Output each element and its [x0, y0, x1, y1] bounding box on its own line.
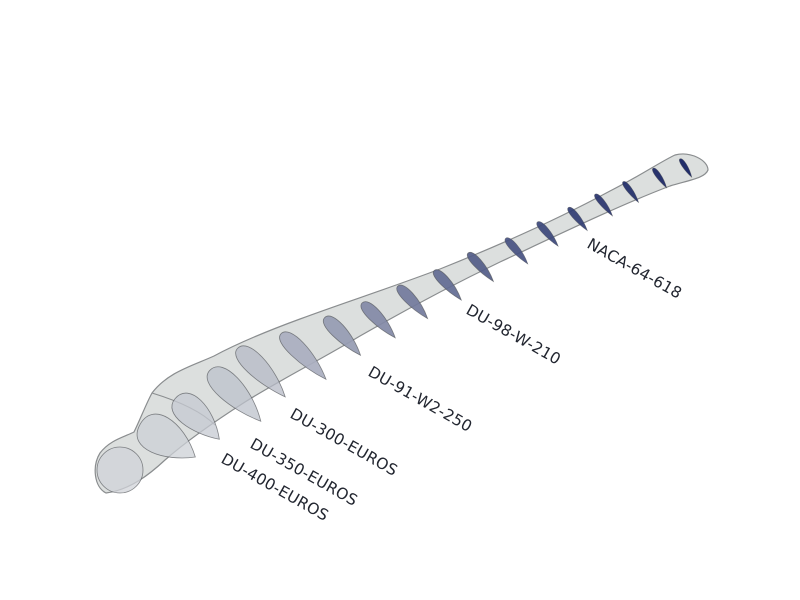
airfoil-section: [279, 331, 327, 381]
airfoil-section: [504, 237, 529, 265]
airfoil-section: [652, 167, 668, 189]
airfoil-section: [567, 206, 588, 232]
airfoil-section: [96, 446, 144, 494]
airfoil-section: [396, 284, 429, 320]
airfoil-section: [136, 413, 196, 459]
airfoil-section: [360, 301, 396, 339]
label-du-98-w-210: DU-98-W-210: [463, 301, 564, 369]
airfoil-section: [536, 221, 559, 247]
airfoil-section: [622, 181, 640, 204]
airfoil-sections: [96, 158, 693, 494]
label-naca-64-618: NACA-64-618: [584, 235, 685, 303]
airfoil-section: [235, 345, 286, 398]
airfoil-section: [322, 315, 362, 357]
airfoil-section: [206, 366, 262, 422]
airfoil-section: [171, 392, 220, 440]
airfoil-section: [594, 193, 614, 217]
label-du-91-w2-250: DU-91-W2-250: [365, 363, 475, 436]
airfoil-section: [679, 158, 693, 179]
airfoil-section: [466, 251, 495, 283]
airfoil-section: [432, 269, 463, 301]
